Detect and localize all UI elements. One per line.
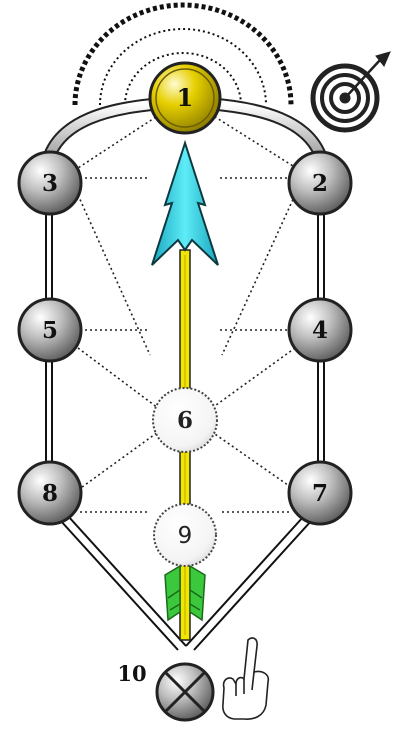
node-4: 4 — [287, 297, 353, 363]
crown-arcs — [41, 97, 329, 163]
node-1: 1 — [148, 61, 222, 135]
node-label: 5 — [42, 317, 58, 344]
left-pillar — [45, 210, 53, 465]
lower-diagonals — [59, 515, 313, 651]
node-9: 9 — [153, 503, 217, 567]
node-label: 7 — [312, 480, 328, 507]
node-10: 10 — [117, 661, 215, 722]
node-label: 2 — [312, 170, 328, 197]
node-2: 2 — [287, 150, 353, 216]
node-7: 7 — [287, 460, 353, 526]
halo-arcs — [72, 2, 294, 106]
pointing-hand-icon — [222, 637, 270, 720]
node-label: 9 — [178, 523, 193, 549]
node-label: 6 — [177, 407, 193, 434]
arrow-fletching — [164, 564, 206, 622]
node-label: 1 — [177, 83, 194, 112]
node-label: 4 — [312, 317, 328, 344]
node-3: 3 — [17, 150, 83, 216]
node-label: 10 — [117, 661, 146, 686]
arrowhead — [151, 139, 219, 266]
node-6: 6 — [152, 387, 218, 453]
node-5: 5 — [17, 297, 83, 363]
node-label: 8 — [42, 480, 58, 507]
node-8: 8 — [17, 460, 83, 526]
right-pillar — [317, 210, 325, 465]
target-icon — [310, 51, 391, 133]
node-label: 3 — [42, 170, 58, 197]
